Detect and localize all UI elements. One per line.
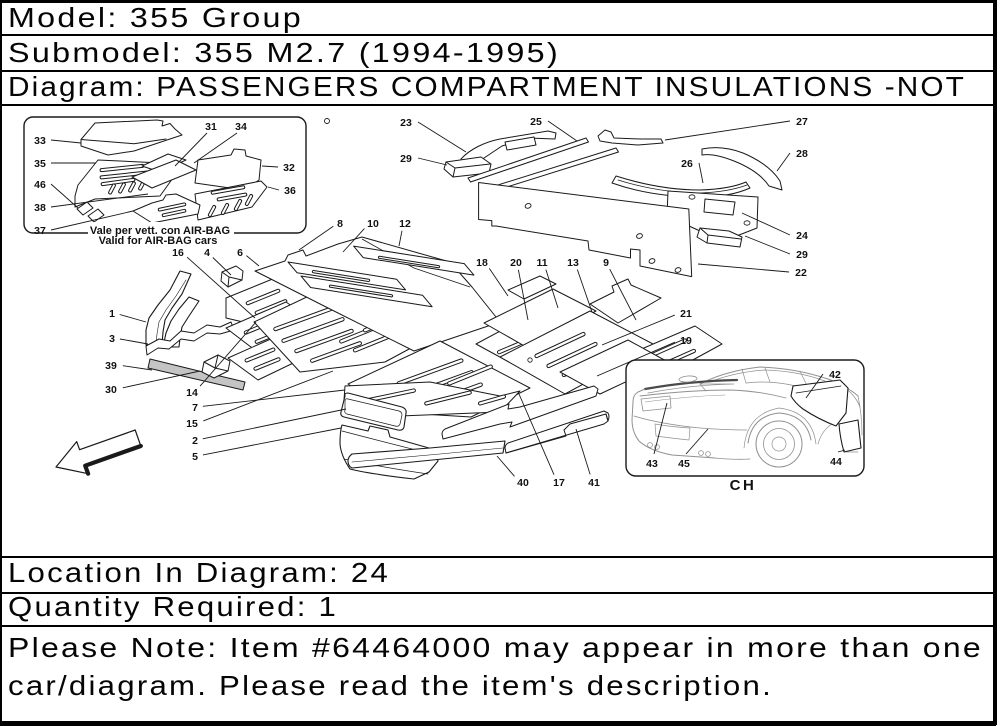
svg-text:46: 46: [34, 179, 46, 191]
svg-text:38: 38: [34, 202, 46, 214]
svg-text:34: 34: [235, 121, 247, 133]
svg-text:15: 15: [186, 418, 198, 430]
svg-text:3: 3: [109, 333, 115, 345]
svg-text:44: 44: [830, 456, 842, 468]
svg-text:28: 28: [796, 148, 808, 160]
svg-text:36: 36: [284, 185, 296, 197]
svg-text:11: 11: [536, 257, 547, 269]
svg-text:2: 2: [192, 435, 198, 447]
svg-text:26: 26: [681, 158, 693, 170]
svg-text:27: 27: [796, 116, 808, 128]
svg-text:13: 13: [567, 257, 579, 269]
svg-text:9: 9: [603, 257, 609, 269]
svg-text:42: 42: [829, 369, 841, 381]
svg-text:37: 37: [34, 225, 46, 237]
svg-text:18: 18: [476, 257, 488, 269]
svg-text:30: 30: [105, 384, 117, 396]
svg-text:33: 33: [34, 135, 46, 147]
svg-text:16: 16: [172, 247, 184, 259]
svg-text:29: 29: [400, 153, 412, 165]
svg-text:24: 24: [796, 230, 808, 242]
svg-text:8: 8: [337, 218, 343, 230]
svg-text:21: 21: [680, 308, 692, 320]
svg-text:41: 41: [588, 477, 600, 489]
svg-text:23: 23: [400, 117, 412, 129]
svg-text:40: 40: [517, 477, 529, 489]
svg-text:39: 39: [105, 360, 117, 372]
svg-text:31: 31: [205, 121, 217, 133]
svg-text:19: 19: [680, 335, 692, 347]
svg-text:Vale per vett. con AIR-BAG: Vale per vett. con AIR-BAG: [90, 225, 230, 237]
svg-text:1: 1: [109, 308, 115, 320]
svg-text:14: 14: [186, 387, 198, 399]
svg-text:10: 10: [367, 218, 379, 230]
svg-text:6: 6: [237, 247, 243, 259]
svg-text:45: 45: [678, 458, 690, 470]
svg-text:5: 5: [192, 451, 198, 463]
svg-text:7: 7: [192, 402, 198, 414]
svg-text:12: 12: [399, 218, 411, 230]
svg-text:32: 32: [283, 162, 295, 174]
svg-text:CH: CH: [730, 477, 757, 494]
svg-text:35: 35: [34, 158, 46, 170]
svg-text:25: 25: [530, 116, 542, 128]
svg-text:17: 17: [553, 477, 565, 489]
svg-text:20: 20: [510, 257, 522, 269]
svg-text:29: 29: [796, 249, 808, 261]
svg-text:22: 22: [795, 267, 807, 279]
svg-text:43: 43: [646, 458, 658, 470]
svg-text:Valid for AIR-BAG cars: Valid for AIR-BAG cars: [99, 235, 218, 247]
svg-text:4: 4: [204, 247, 210, 259]
